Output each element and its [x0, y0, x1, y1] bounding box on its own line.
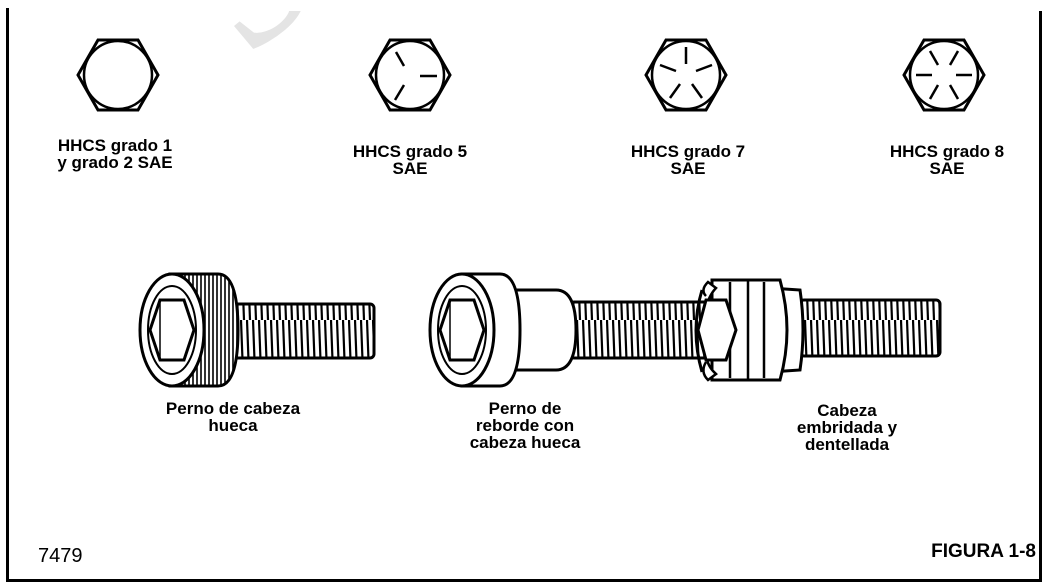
shoulder-socket-bolt	[428, 272, 742, 388]
hex-head-grade-7	[644, 38, 728, 112]
hex-head-grade-5	[368, 38, 452, 112]
socket-head-bolt	[138, 272, 376, 388]
figure-label: FIGURA 1-8	[931, 541, 1036, 562]
label-grade-1-2: HHCS grado 1 y grado 2 SAE	[57, 136, 173, 172]
label-socket-head-bolt: Perno de cabeza hueca	[165, 399, 301, 435]
frame-top-gap	[9, 0, 1042, 11]
hex-head-grade-8	[902, 38, 986, 112]
label-grade-8: HHCS grado 8 SAE	[889, 142, 1005, 178]
label-flanged-bolt: Cabeza embridada y dentellada	[796, 401, 898, 454]
label-grade-5: HHCS grado 5 SAE	[352, 142, 468, 178]
flanged-twelve-point-bolt	[694, 278, 942, 382]
hex-head-grade-1-2	[76, 38, 160, 112]
label-shoulder-socket-bolt: Perno de reborde con cabeza hueca	[469, 399, 581, 452]
label-grade-7: HHCS grado 7 SAE	[630, 142, 746, 178]
figure-id: 7479	[38, 545, 83, 567]
